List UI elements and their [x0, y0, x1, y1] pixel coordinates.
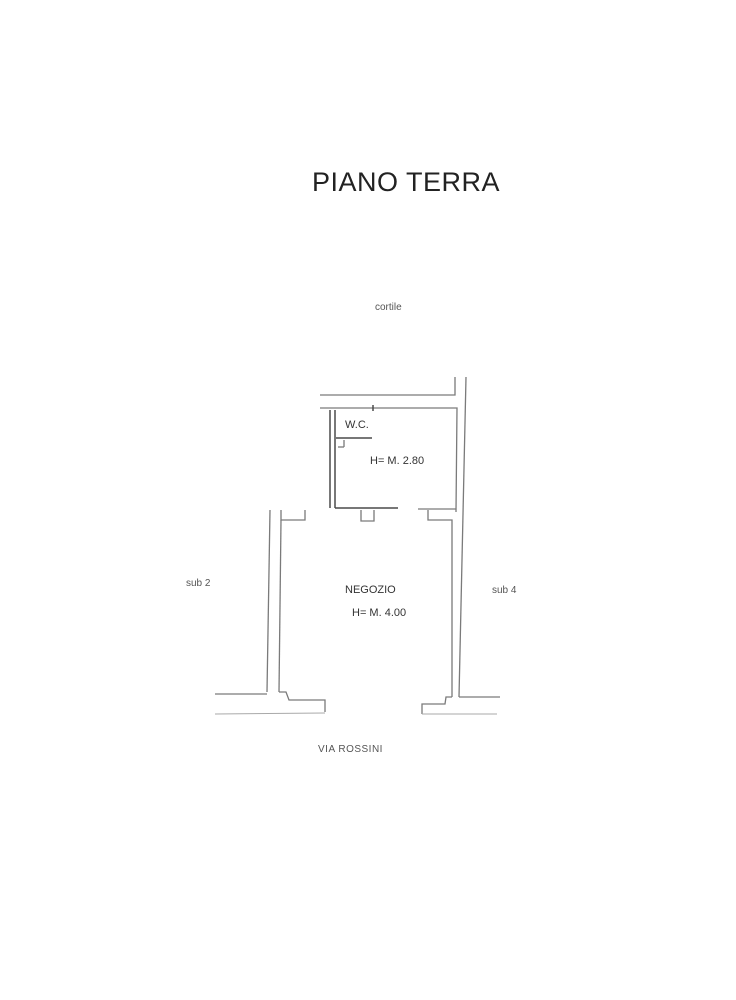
label-street: VIA ROSSINI [318, 744, 383, 755]
wc-north-inner [320, 407, 458, 513]
negozio-nw-pillar [280, 510, 306, 521]
room-height-negozio: H= M. 4.00 [352, 607, 407, 619]
room-name-wc: W.C. [345, 419, 369, 431]
floor-title: PIANO TERRA [312, 167, 501, 197]
negozio-east-wall [427, 510, 453, 697]
room-height-wc: H= M. 2.80 [370, 455, 425, 467]
label-north-courtyard: cortile [375, 302, 402, 313]
negozio-west-wall [278, 519, 282, 693]
west-boundary-outer [266, 509, 271, 693]
sw-frontage-line [214, 712, 326, 715]
label-west-neighbor: sub 2 [186, 578, 211, 589]
east-boundary-outer [458, 376, 467, 698]
label-east-neighbor: sub 4 [492, 585, 517, 596]
room-name-negozio: NEGOZIO [345, 584, 396, 596]
divider-pillar [360, 510, 375, 522]
se-jamb [421, 696, 452, 714]
sw-jamb [279, 691, 326, 712]
north-outer-wall [320, 377, 456, 396]
